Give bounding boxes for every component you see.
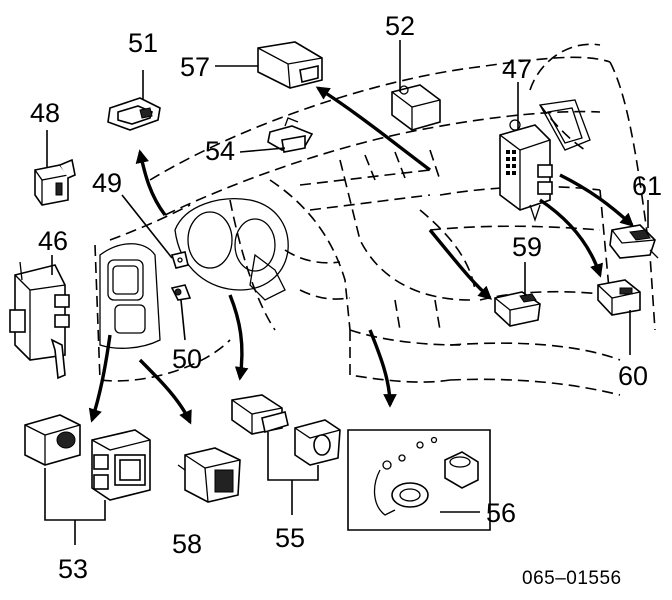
part-50-sensor	[170, 284, 192, 301]
instrument-cluster	[174, 198, 289, 301]
location-arrows	[88, 86, 635, 425]
part-58-switch	[177, 447, 241, 503]
label-51: 51	[128, 28, 158, 58]
label-48: 48	[30, 98, 60, 128]
label-57: 57	[180, 52, 210, 82]
part-55-switches	[231, 394, 341, 515]
right-vent	[538, 99, 591, 151]
part-59-switch	[494, 291, 541, 327]
part-57-module	[257, 41, 323, 89]
label-55: 55	[275, 523, 305, 553]
figure-code: 065–01556	[522, 568, 622, 589]
label-56: 56	[486, 498, 516, 528]
part-60-switch	[597, 279, 641, 316]
part-51-switch	[107, 97, 161, 131]
label-59: 59	[512, 232, 542, 262]
label-46: 46	[38, 226, 68, 256]
left-door-trim	[99, 243, 161, 349]
label-47: 47	[502, 54, 532, 84]
label-49: 49	[92, 168, 122, 198]
part-61-switch	[609, 224, 659, 259]
part-46-junction-block	[9, 261, 70, 380]
label-54: 54	[205, 136, 235, 166]
part-53-switches	[24, 414, 151, 545]
label-60: 60	[618, 361, 648, 391]
label-61: 61	[632, 171, 662, 201]
part-56-lighter-inset	[347, 429, 491, 531]
part-52-module	[391, 84, 441, 131]
part-54-sensor	[267, 117, 314, 153]
part-47-ecu	[499, 119, 553, 223]
label-50: 50	[172, 344, 202, 374]
part-48-relay	[34, 158, 76, 206]
label-58: 58	[172, 529, 202, 559]
leader-lines	[46, 40, 649, 355]
label-53: 53	[58, 554, 88, 584]
part-49-sensor	[170, 251, 189, 269]
label-52: 52	[385, 11, 415, 41]
callout-labels: 51 57 52 54 47 48 49 46 61 59 50 60 58 5…	[30, 11, 662, 584]
